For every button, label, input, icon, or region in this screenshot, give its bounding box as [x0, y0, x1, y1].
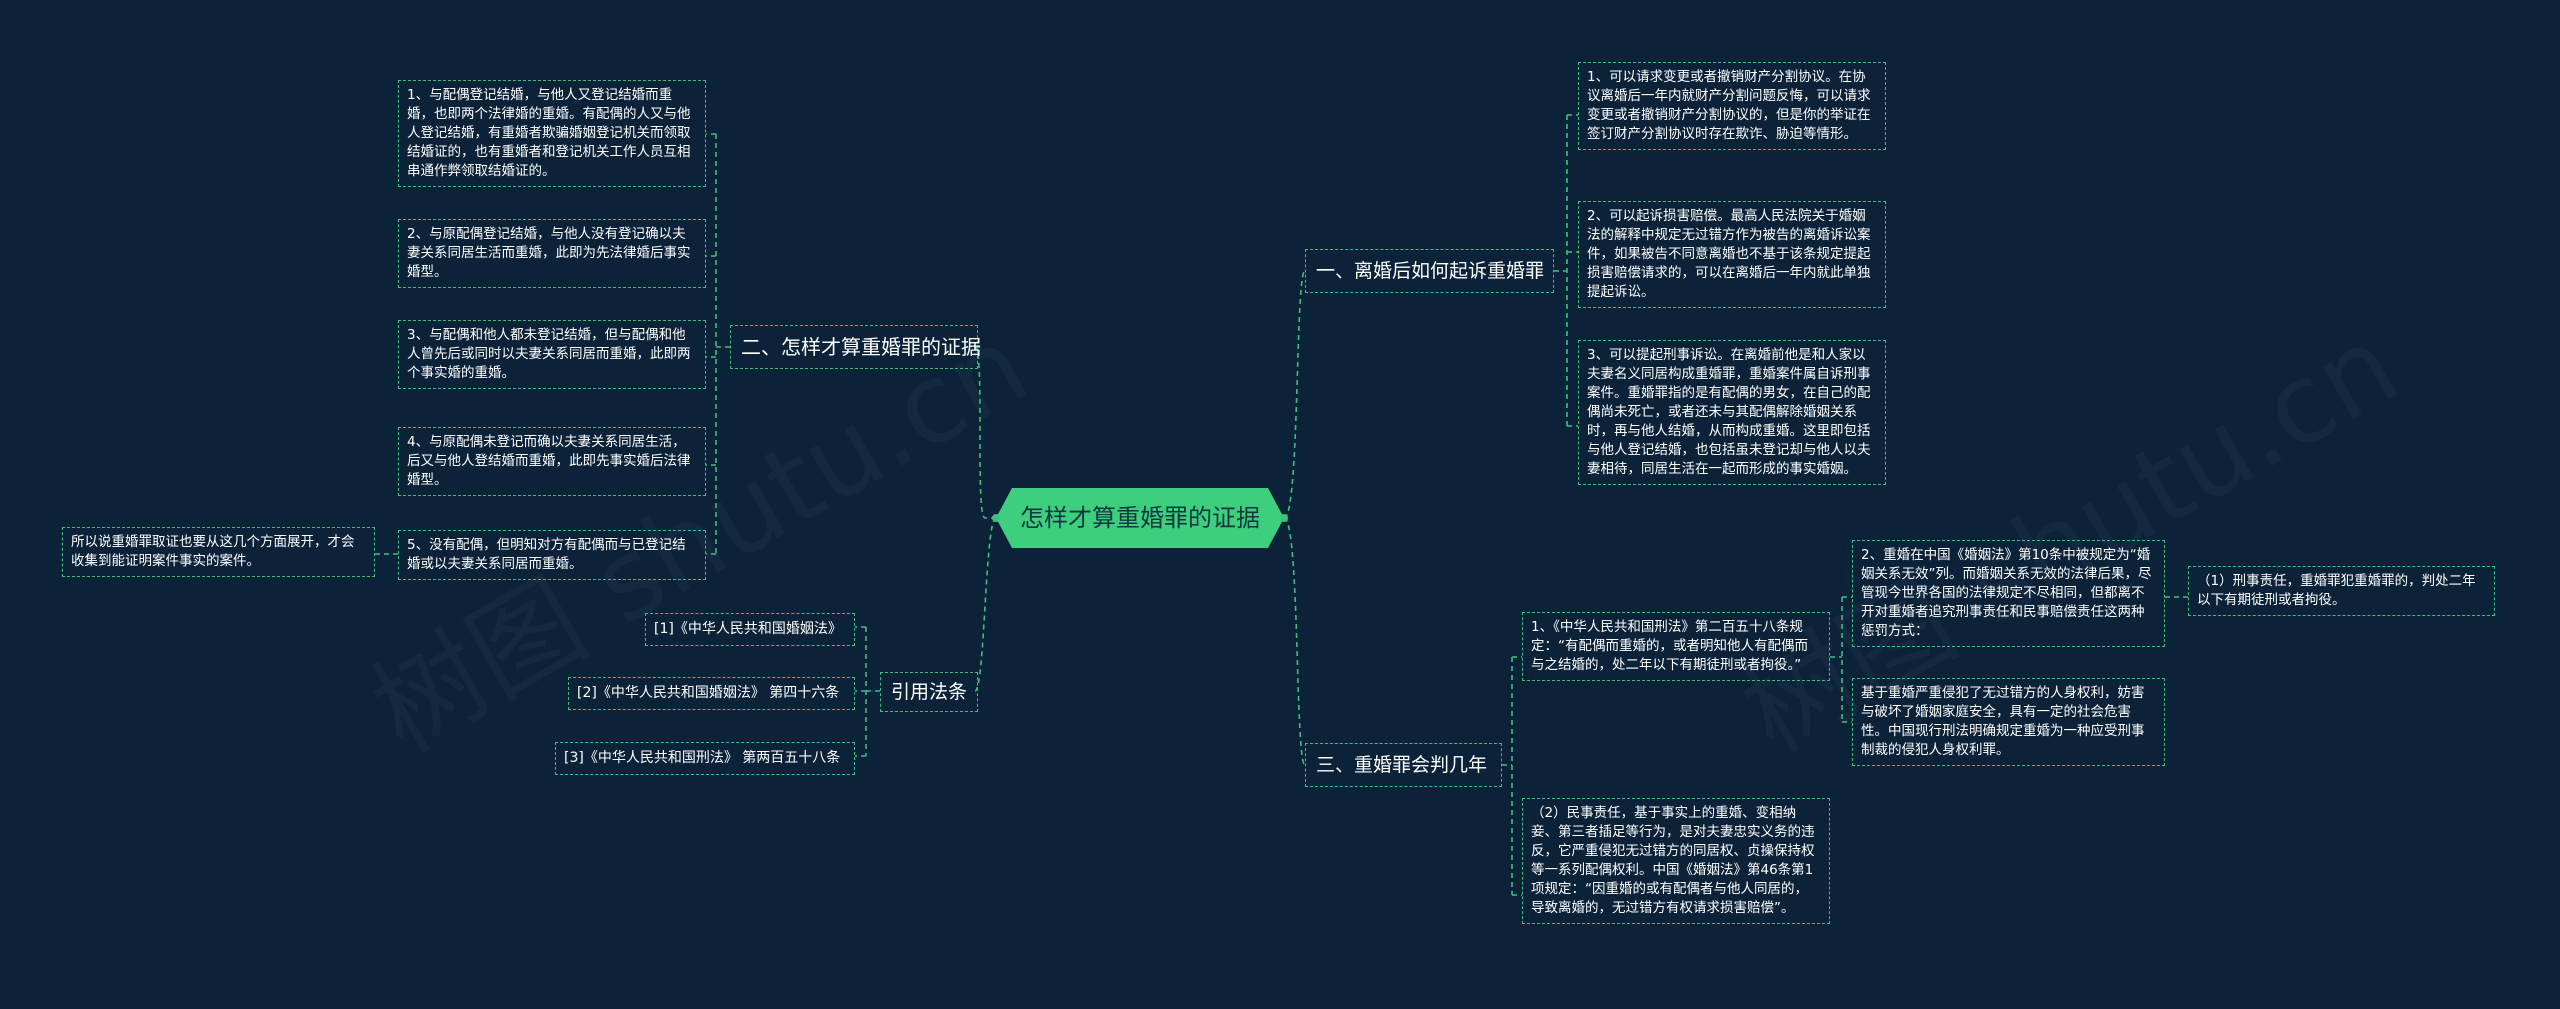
link-root-laws	[974, 517, 997, 692]
link-root-evidence	[974, 346, 996, 519]
link-sue-items	[1554, 114, 1578, 427]
sentence-item-4[interactable]: （2）民事责任，基于事实上的重婚、变相纳妾、第三者插足等行为，是对夫妻忠实义务的…	[1522, 798, 1830, 924]
sentence-item-3[interactable]: 基于重婚严重侵犯了无过错方的人身权利，妨害与破坏了婚姻家庭安全，具有一定的社会危…	[1852, 678, 2165, 766]
link-root-sentence	[1283, 517, 1306, 766]
branch-sentence[interactable]: 三、重婚罪会判几年	[1305, 743, 1502, 787]
branch-sue[interactable]: 一、离婚后如何起诉重婚罪	[1305, 249, 1554, 293]
root-topic[interactable]: 怎样才算重婚罪的证据	[996, 488, 1284, 548]
link-item1-children	[1830, 596, 1852, 723]
law-item-2[interactable]: [2]《中华人民共和国婚姻法》 第四十六条	[568, 677, 855, 710]
sue-item-1[interactable]: 1、可以请求变更或者撤销财产分割协议。在协议离婚后一年内就财产分割问题反悔，可以…	[1578, 62, 1886, 150]
sentence-item-2-child[interactable]: （1）刑事责任，重婚罪犯重婚罪的，判处二年以下有期徒刑或者拘役。	[2188, 566, 2495, 616]
link-laws-items	[855, 626, 880, 757]
sue-item-2[interactable]: 2、可以起诉损害赔偿。最高人民法院关于婚姻法的解释中规定无过错方作为被告的离婚诉…	[1578, 201, 1886, 308]
law-item-1[interactable]: [1]《中华人民共和国婚姻法》	[645, 613, 855, 646]
sentence-item-2[interactable]: 2、重婚在中国《婚姻法》第10条中被规定为“婚姻关系无效”列。而婚姻关系无效的法…	[1852, 540, 2165, 647]
law-item-3[interactable]: [3]《中华人民共和国刑法》 第两百五十八条	[555, 742, 855, 775]
branch-laws[interactable]: 引用法条	[880, 672, 978, 712]
sentence-item-1[interactable]: 1、《中华人民共和国刑法》第二百五十八条规定：“有配偶而重婚的，或者明知他人有配…	[1522, 612, 1830, 681]
evidence-item-3[interactable]: 3、与配偶和他人都未登记结婚，但与配偶和他人曾先后或同时以夫妻关系同居而重婚，此…	[398, 320, 706, 389]
link-root-sue	[1283, 270, 1306, 519]
evidence-item-5[interactable]: 5、没有配偶，但明知对方有配偶而与已登记结婚或以夫妻关系同居而重婚。	[398, 530, 706, 580]
branch-evidence[interactable]: 二、怎样才算重婚罪的证据	[730, 325, 981, 369]
evidence-item-4[interactable]: 4、与原配偶未登记而确以夫妻关系同居生活，后又与他人登结婚而重婚，此即先事实婚后…	[398, 427, 706, 496]
evidence-item-2[interactable]: 2、与原配偶登记结婚，与他人没有登记确以夫妻关系同居生活而重婚，此即为先法律婚后…	[398, 219, 706, 288]
root-right-dot	[1280, 514, 1288, 522]
sue-item-3[interactable]: 3、可以提起刑事诉讼。在离婚前他是和人家以夫妻名义同居构成重婚罪，重婚案件属自诉…	[1578, 340, 1886, 485]
root-left-dot	[992, 514, 1000, 522]
evidence-item-1[interactable]: 1、与配偶登记结婚，与他人又登记结婚而重婚，也即两个法律婚的重婚。有配偶的人又与…	[398, 80, 706, 187]
link-evidence-items	[706, 133, 730, 555]
link-sentence-items	[1502, 656, 1522, 896]
evidence-conclusion[interactable]: 所以说重婚罪取证也要从这几个方面展开，才会收集到能证明案件事实的案件。	[62, 527, 375, 577]
